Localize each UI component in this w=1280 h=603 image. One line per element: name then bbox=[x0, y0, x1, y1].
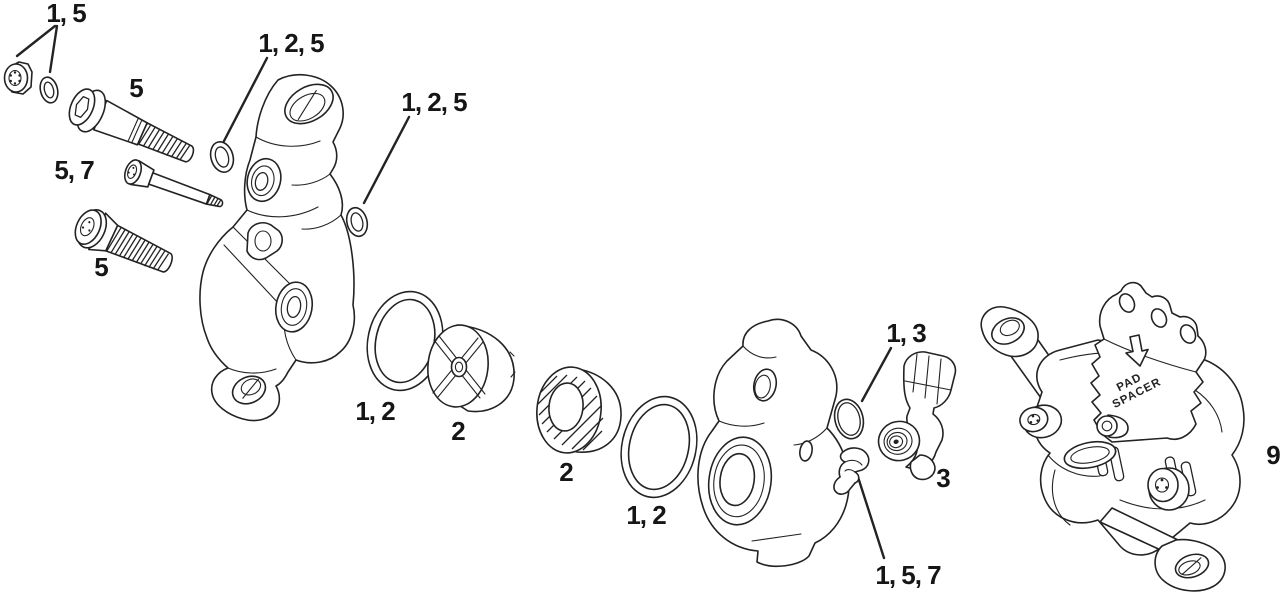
callout-mount-bolt-upper: 5 bbox=[129, 73, 143, 103]
retaining-clip bbox=[833, 447, 870, 495]
caliper-piston bbox=[427, 324, 516, 413]
callout-small-o-ring: 1, 2, 5 bbox=[401, 87, 467, 117]
callout-mount-bolt-lower: 5 bbox=[94, 252, 108, 282]
caliper-assembly: PAD SPACER bbox=[980, 281, 1245, 592]
callout-nut-washer: 1, 5 bbox=[46, 0, 86, 28]
mount-bolt-lower bbox=[74, 209, 173, 273]
callout-seal-ring: 2 bbox=[559, 457, 573, 487]
callout-labels: 1, 5 5 1, 2, 5 1, 2, 5 5, 7 5 1, 2 2 2 1… bbox=[46, 0, 1280, 590]
piston-o-ring-right bbox=[620, 395, 698, 499]
caliper-half-outer bbox=[697, 318, 850, 568]
crush-washer bbox=[209, 140, 235, 174]
flange-nut bbox=[3, 61, 33, 95]
piston-seal-ring bbox=[536, 366, 622, 454]
callout-crush-washer: 1, 2, 5 bbox=[258, 28, 324, 58]
callout-retaining-clip: 1, 5, 7 bbox=[875, 560, 941, 590]
pin-bolt bbox=[123, 159, 224, 208]
small-o-ring bbox=[345, 206, 369, 238]
down-arrow-icon bbox=[1125, 334, 1149, 367]
piston-o-ring-left bbox=[366, 290, 444, 392]
bleed-o-ring bbox=[833, 398, 865, 440]
caliper-half-inner bbox=[199, 73, 356, 422]
callout-o-ring-right: 1, 2 bbox=[626, 500, 666, 530]
leader-lines bbox=[15, 24, 893, 560]
mount-bolt-upper bbox=[68, 88, 195, 163]
callout-bleed-o-ring: 1, 3 bbox=[886, 318, 926, 348]
bleed-fitting bbox=[877, 351, 957, 481]
washer bbox=[39, 76, 59, 104]
callout-bleed-fitting: 3 bbox=[936, 463, 950, 493]
callout-caliper-assembly: 9 bbox=[1266, 440, 1280, 470]
callout-pin-bolt: 5, 7 bbox=[54, 155, 94, 185]
callout-o-ring-left: 1, 2 bbox=[355, 396, 395, 426]
callout-piston: 2 bbox=[451, 416, 465, 446]
